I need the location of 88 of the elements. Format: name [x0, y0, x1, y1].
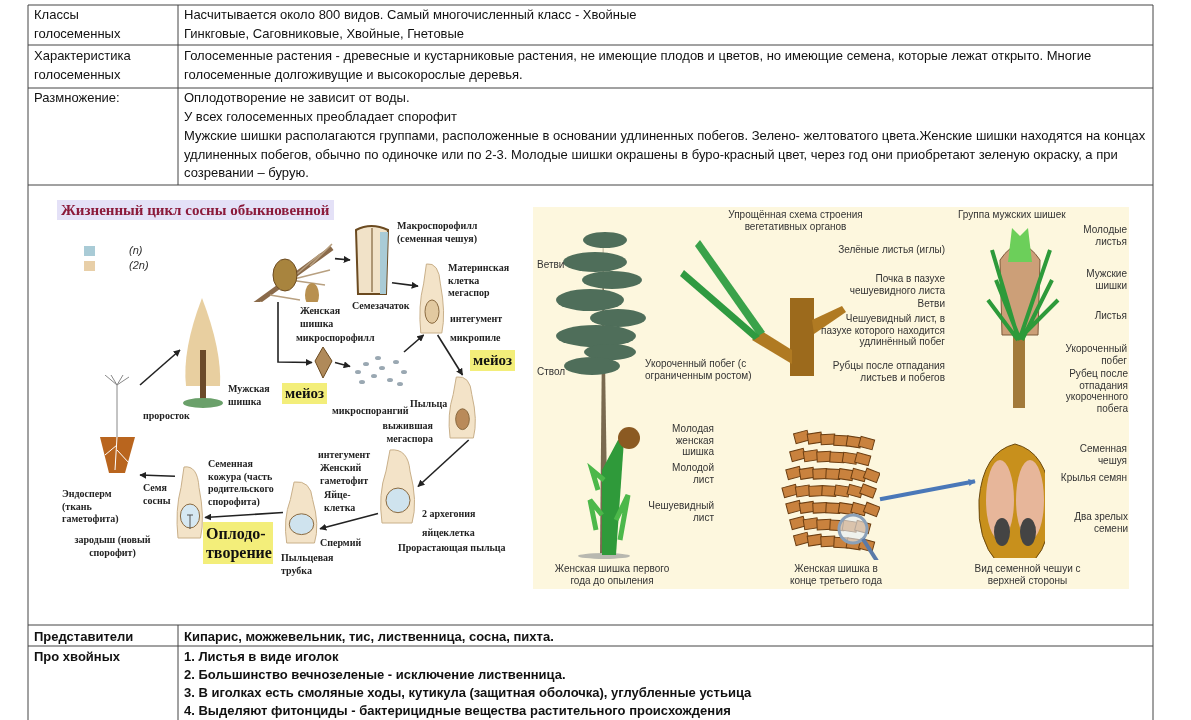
stage-label: интегумент [318, 449, 372, 462]
cycle-arrow [319, 512, 379, 531]
part-label: Два зрелых семени [1073, 511, 1128, 534]
stage-label: яйцеклетка [422, 527, 476, 540]
part-label: Молодой лист [670, 462, 714, 485]
stage-label: интегумент [450, 313, 504, 326]
stage-label: Материнская клетка мегаспор [448, 262, 511, 300]
row-heading: Классы голосеменных [34, 6, 122, 43]
stage-label: выжившая мегаспора [381, 420, 433, 445]
stage-label: Спермий [320, 537, 363, 550]
microsporophyll-drawing [312, 345, 335, 380]
stage-label: 2 архегония [422, 508, 477, 521]
figure-caption: Женская шишка в конце третьего года [788, 563, 884, 586]
cycle-arrow [139, 471, 176, 479]
cell-text: У всех голосеменных преобладает спорофит [184, 108, 458, 126]
cell-text: Оплодотворение не зависит от воды. [184, 89, 411, 107]
cycle-arrow [204, 511, 284, 521]
cell-text: Гинкговые, Саговниковые, Хвойные, Гнетовые [184, 25, 466, 43]
stage-label: Семенная кожура (часть родительского спорофита) [208, 458, 275, 508]
row-heading: Характеристика голосеменных [34, 47, 132, 84]
stage-label: Пыльца [410, 398, 449, 411]
cell-text: Голосеменные растения - древесные и кустарниковые растения, не имеющие плодов и цветов, но имеющие семена, которые лежат открыто. Многие голосеменные долгоживущие и высокорослые деревья. [184, 47, 1093, 84]
figure-heading: Упрощённая схема строения вегетативных органов [727, 209, 864, 232]
ovule-drawing [418, 262, 446, 335]
part-label: Рубец после отпадания укороченного побега [1064, 368, 1128, 414]
legend-label: (n) [129, 245, 143, 257]
seed-scale-drawing [975, 440, 1045, 558]
cycle-arrow [334, 361, 351, 369]
stage-label: Макроспорофилл (семенная чешуя) [397, 220, 479, 245]
row-heading: Представители [34, 628, 135, 646]
part-label: Молодые листья [1082, 224, 1127, 247]
cycle-arrow [334, 255, 351, 263]
stage-label: Семя сосны [143, 482, 172, 507]
diagram-title: Жизненный цикл сосны обыкновенной [57, 200, 334, 220]
stage-label: Прорастающая пыльца [398, 542, 507, 555]
ovule-drawing [447, 375, 478, 440]
part-label: Укороченный побег [1064, 343, 1127, 366]
list-item: 4. Выделяют фитонциды - бактерицидные вещества растительного происхождения [184, 702, 732, 720]
figure-heading: Группа мужских шишек [958, 209, 1067, 221]
list-item: 3. В иголках есть смоляные ходы, кутикула (защитная оболочка), углубленные устьица [184, 684, 753, 702]
part-label: Чешуевидный лист [647, 500, 714, 523]
part-label: Почка в пазухе чешуевидного листа [848, 273, 945, 296]
stage-label: микроспорангий [332, 405, 410, 418]
cycle-arrow [436, 334, 464, 376]
cycle-arrow [403, 334, 425, 353]
row-heading: Размножение: [34, 89, 121, 107]
stage-label: микроспорофилл [296, 332, 376, 345]
figure-caption: Вид семенной чешуи с верхней стороны [973, 563, 1082, 586]
part-label: Чешуевидный лист, в пазухе которого находится удлинённый побег [820, 313, 945, 348]
cycle-arrow [277, 301, 313, 366]
part-label: Семенная чешуя [1078, 443, 1127, 466]
part-label: Мужские шишки [1085, 268, 1127, 291]
stage-label: зародыш (новый спорофит) [73, 534, 152, 559]
stage-label: Яйце- клетка [324, 489, 357, 514]
figure-caption: Женская шишка первого года до опыления [553, 563, 671, 586]
stage-label: Женский гаметофит [320, 462, 370, 487]
stage-label: Эндосперм (ткань гаметофита) [62, 488, 120, 526]
ovule-drawing [283, 480, 320, 545]
cell-text: Кипарис, можжевельник, тис, лиственница, сосна, пихта. [184, 628, 555, 646]
meiosis-label: мейоз [282, 383, 328, 404]
part-label: Ствол [537, 366, 567, 378]
meiosis-label: мейоз [470, 350, 516, 371]
seed-drawing [175, 465, 205, 540]
stage-label: Семезачаток [352, 300, 411, 313]
stage-label: микропиле [450, 332, 502, 345]
stage-label: проросток [143, 410, 191, 423]
cell-text: Насчитывается около 800 видов. Самый многочисленный класс - Хвойные [184, 6, 638, 24]
arrow [879, 479, 976, 502]
part-label: Ветви [916, 298, 945, 310]
row-heading: Про хвойных [34, 648, 121, 666]
part-label: Листья [1093, 310, 1127, 322]
stage-label: Пыльцевая трубка [281, 552, 335, 577]
fertilization-label: Оплодо- творение [203, 522, 273, 564]
cycle-arrow [417, 439, 470, 488]
cycle-arrow [391, 281, 419, 289]
cell-text: Мужские шишки располагаются группами, расположенные в основании удлиненных побегов. Зелено- желтоватого цвета.Женские шишки находятся на концах удлиненных побегов, обычно по одиночке или по 2-3. Молодые шишки окрашены в буро-красный цвет, через год они приобретают зеленую окраску, а при созревании – бурую. [184, 127, 1147, 182]
part-label: Зелёные листья (иглы) [837, 244, 945, 256]
stage-label: Мужская шишка [228, 383, 271, 408]
part-label: Укороченный побег (с ограниченным ростом) [645, 358, 753, 381]
part-label: Крылья семян [1059, 472, 1127, 484]
part-label: Ветви [537, 259, 566, 271]
part-label: Рубцы после отпадания листьев и побегов [831, 360, 945, 383]
list-item: 1. Листья в виде иголок [184, 648, 340, 666]
ovule-drawing [378, 448, 418, 525]
part-label: Молодая женская шишка [671, 423, 714, 458]
legend-label: (2n) [129, 260, 149, 272]
cycle-arrow [139, 349, 181, 386]
list-item: 2. Большинство вечнозеленые - исключение лиственница. [184, 666, 567, 684]
